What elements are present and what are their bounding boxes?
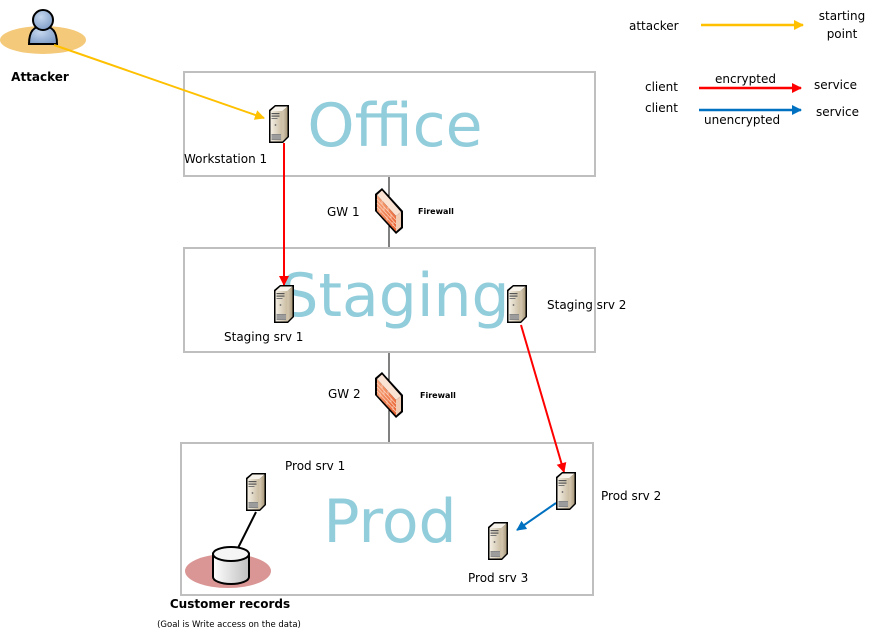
server-icon xyxy=(268,104,290,144)
node-workstation-1[interactable]: Workstation 1 xyxy=(184,104,290,166)
gateway-gw2-label: GW 2 xyxy=(328,387,361,401)
node-staging-srv-1[interactable]: Staging srv 1 xyxy=(224,284,303,344)
server-icon xyxy=(506,284,528,324)
node-staging-srv-2[interactable]: Staging srv 2 xyxy=(506,284,626,324)
gateway-gw2-type: Firewall xyxy=(420,391,456,400)
node-prod-srv-3-label: Prod srv 3 xyxy=(468,571,528,585)
gateway-gw2[interactable]: GW 2 Firewall xyxy=(328,371,456,419)
node-prod-srv-1-label: Prod srv 1 xyxy=(285,459,345,473)
legend-unenc-from: client xyxy=(645,101,678,115)
server-icon xyxy=(487,521,509,561)
zone-prod-title: Prod xyxy=(323,487,456,557)
attacker-label: Attacker xyxy=(11,70,69,84)
server-icon xyxy=(245,472,267,512)
server-icon xyxy=(273,284,295,324)
server-icon xyxy=(555,471,577,511)
legend-enc-label: encrypted xyxy=(715,72,776,86)
encrypted-arrow-staging2-to-prod2 xyxy=(520,324,567,473)
gateway-gw1-label: GW 1 xyxy=(327,205,360,219)
legend-attacker-from: attacker xyxy=(629,19,679,33)
legend-attacker-to-line1: starting xyxy=(819,9,866,23)
zone-staging-title: Staging xyxy=(280,261,509,331)
zone-office: Office xyxy=(183,71,596,177)
legend-enc-from: client xyxy=(645,80,678,94)
zone-office-title: Office xyxy=(307,91,482,161)
legend-attacker-to-line2: point xyxy=(827,27,858,41)
node-prod-srv-2[interactable]: Prod srv 2 xyxy=(555,471,661,511)
node-prod-srv-1[interactable]: Prod srv 1 xyxy=(245,459,345,512)
node-workstation-1-label: Workstation 1 xyxy=(184,152,267,166)
attacker-path-arrow xyxy=(53,44,265,120)
target-label: Customer records xyxy=(170,597,290,611)
legend-enc-to: service xyxy=(814,78,857,92)
node-prod-srv-2-label: Prod srv 2 xyxy=(601,489,661,503)
gateway-gw1-type: Firewall xyxy=(418,207,454,216)
target-customer-records[interactable]: Customer records (Goal is Write access o… xyxy=(157,546,301,630)
legend-unenc-label: unencrypted xyxy=(704,113,780,127)
node-staging-srv-1-label: Staging srv 1 xyxy=(224,330,303,344)
legend-unenc-to: service xyxy=(816,105,859,119)
database-icon xyxy=(212,546,250,585)
target-note: (Goal is Write access on the data) xyxy=(157,620,301,630)
legend: attacker starting point client encrypted… xyxy=(629,9,865,127)
attacker-node[interactable]: Attacker xyxy=(0,9,86,84)
link-prod1-to-records xyxy=(237,511,257,549)
user-icon xyxy=(27,9,59,45)
node-staging-srv-2-label: Staging srv 2 xyxy=(547,298,626,312)
gateway-gw1[interactable]: GW 1 Firewall xyxy=(327,187,454,235)
unencrypted-arrow-prod2-to-prod3 xyxy=(516,502,557,531)
node-prod-srv-3[interactable]: Prod srv 3 xyxy=(468,521,528,585)
